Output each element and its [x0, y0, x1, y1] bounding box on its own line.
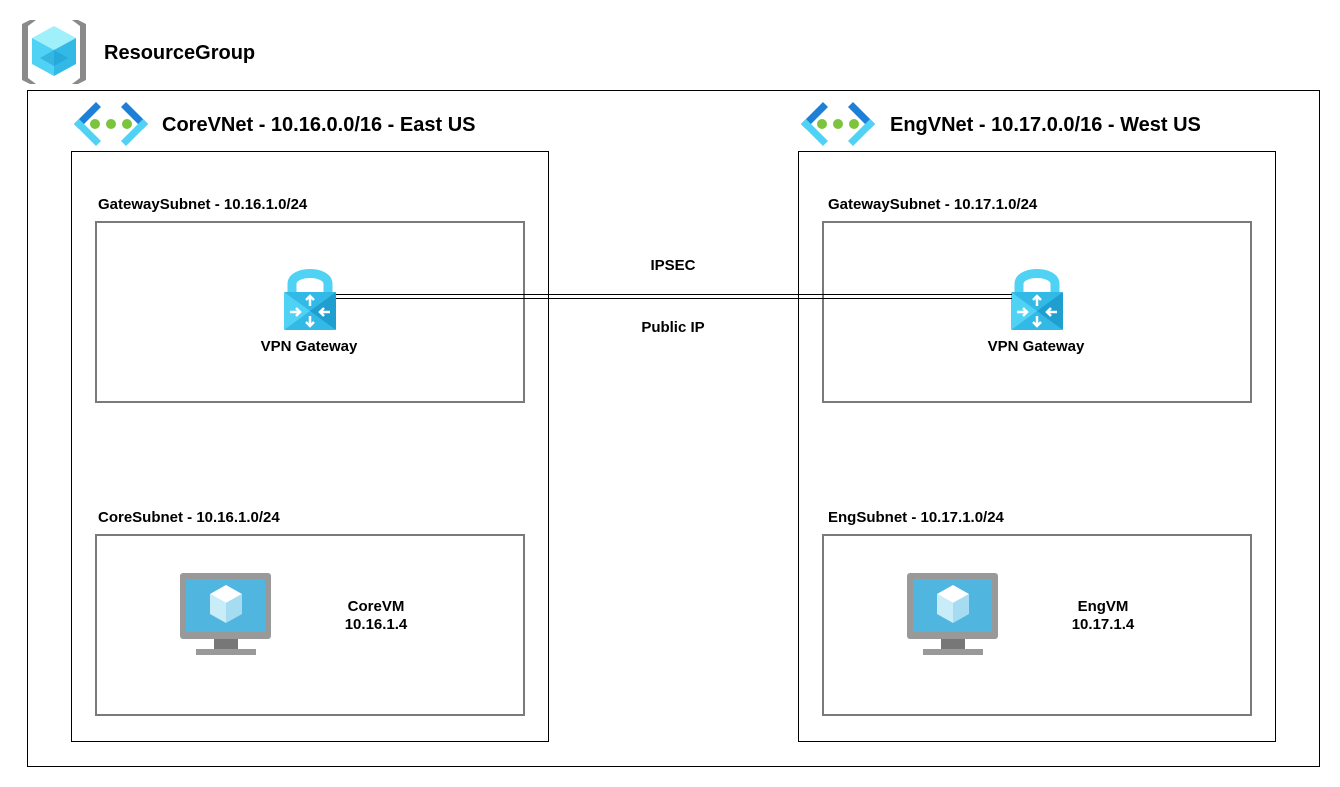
virtual-network-icon	[70, 100, 152, 150]
core-subnet-label: CoreSubnet - 10.16.1.0/24	[98, 509, 280, 526]
resource-group-title: ResourceGroup	[104, 42, 256, 64]
vpn-gateway-icon	[1009, 262, 1065, 332]
vpn-gateway-icon	[282, 262, 338, 332]
ipsec-label: IPSEC	[650, 257, 696, 274]
resource-group-container	[27, 90, 1320, 767]
core-vm-name: CoreVM	[347, 598, 405, 615]
resource-group-icon	[18, 18, 90, 86]
ipsec-connection-line	[336, 294, 1012, 300]
virtual-machine-icon	[180, 573, 272, 657]
eng-vm-name: EngVM	[1077, 598, 1129, 615]
eng-vpn-gateway-label: VPN Gateway	[987, 338, 1085, 355]
core-vm-subnet	[95, 534, 525, 716]
eng-vnet-title: EngVNet - 10.17.0.0/16 - West US	[890, 114, 1201, 136]
eng-gateway-subnet	[822, 221, 1252, 403]
virtual-machine-icon	[907, 573, 999, 657]
core-vm-ip: 10.16.1.4	[344, 616, 408, 633]
core-gateway-subnet	[95, 221, 525, 403]
core-vnet-title: CoreVNet - 10.16.0.0/16 - East US	[162, 114, 476, 136]
eng-vm-ip: 10.17.1.4	[1071, 616, 1135, 633]
eng-vnet-container	[798, 151, 1276, 742]
eng-vm-subnet	[822, 534, 1252, 716]
virtual-network-icon	[797, 100, 879, 150]
core-gateway-subnet-label: GatewaySubnet - 10.16.1.0/24	[98, 196, 308, 213]
core-vpn-gateway-label: VPN Gateway	[260, 338, 358, 355]
eng-subnet-label: EngSubnet - 10.17.1.0/24	[828, 509, 1004, 526]
core-vnet-container	[71, 151, 549, 742]
public-ip-label: Public IP	[641, 319, 705, 336]
eng-gateway-subnet-label: GatewaySubnet - 10.17.1.0/24	[828, 196, 1038, 213]
